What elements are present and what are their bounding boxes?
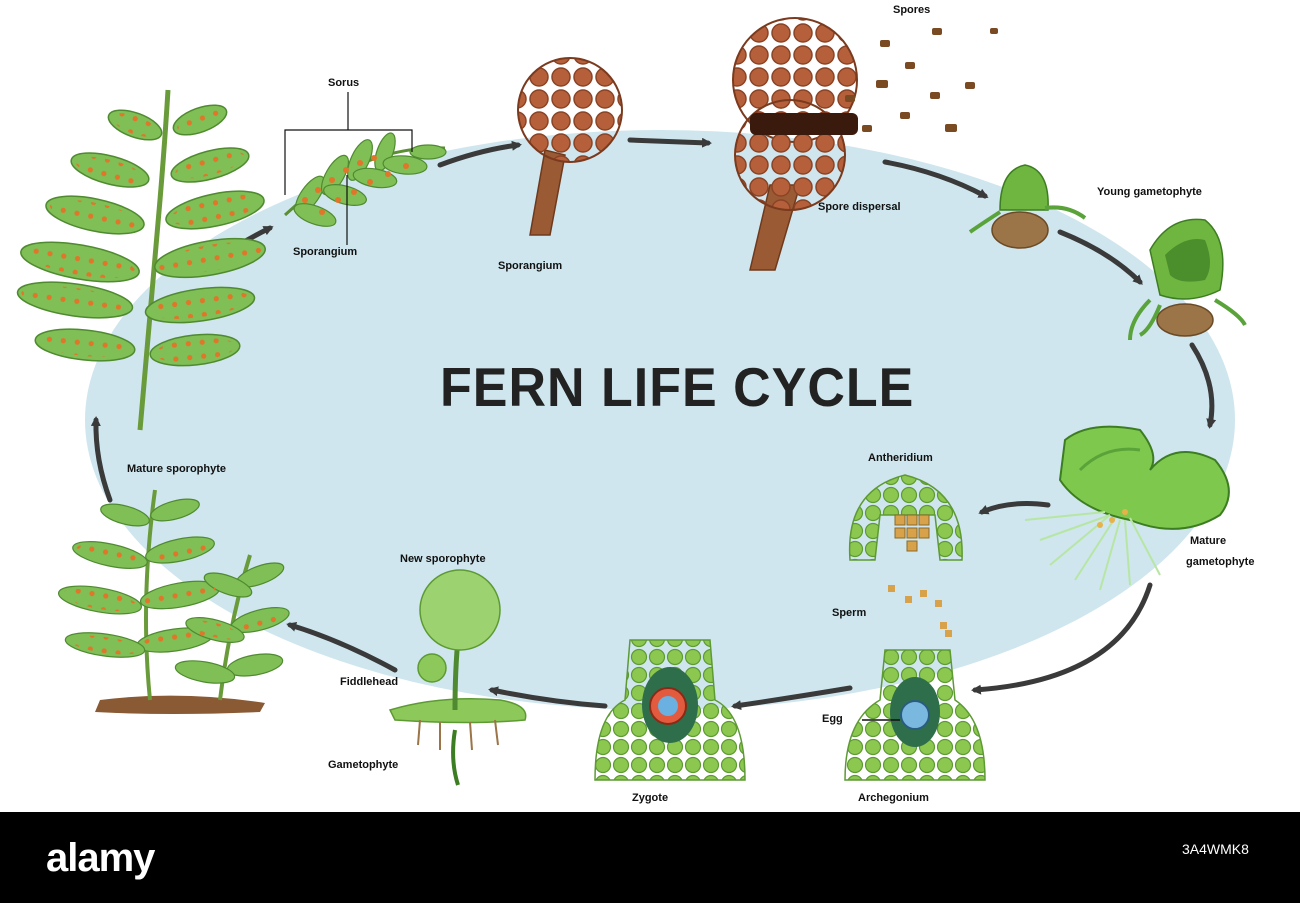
- label-mature-gametophyte-line1: Mature: [1190, 535, 1227, 547]
- growing-gametophyte-illustration: [1128, 218, 1247, 341]
- arrow-zygote-to-new-sporophyte: [488, 686, 608, 709]
- arrow-to-antheridium: [978, 501, 1051, 515]
- mature-sporophyte-illustration: [57, 489, 290, 714]
- young-gametophyte-illustration: [968, 164, 1087, 249]
- diagram-title: FERN LIFE CYCLE: [440, 357, 915, 419]
- label-fiddlehead: Fiddlehead: [340, 676, 399, 688]
- arrow-mature-sporophyte-up: [90, 416, 113, 503]
- life-cycle-illustration: [16, 17, 1247, 786]
- zygote-illustration: [594, 639, 746, 781]
- spore-dispersal-illustration: [732, 17, 998, 271]
- arrow-to-archegonium: [971, 582, 1153, 695]
- label-sporangium: Sporangium: [498, 260, 563, 272]
- label-new-sporophyte: New sporophyte: [400, 553, 486, 565]
- label-mature-sporophyte: Mature sporophyte: [127, 463, 227, 475]
- label-sporangium-leaf: Sporangium: [293, 246, 358, 258]
- diagram-canvas: FERN LIFE CYCLE Sorus Sporangium Sporang…: [16, 4, 1255, 804]
- arrow-new-to-mature-sporophyte: [286, 621, 398, 673]
- label-archegonium: Archegonium: [858, 792, 929, 804]
- arrow-young-to-mature-gametophyte-1: [1057, 229, 1143, 285]
- sporangium-illustration: [517, 57, 623, 236]
- label-gametophyte: Gametophyte: [328, 759, 399, 771]
- image-id: 3A4WMK8: [1182, 840, 1249, 858]
- label-sperm: Sperm: [832, 607, 867, 619]
- archegonium-illustration: [844, 649, 986, 781]
- antheridium-illustration: [848, 474, 963, 637]
- label-mature-gametophyte-line2: gametophyte: [1186, 556, 1255, 568]
- stock-footer-bar: alamy 3A4WMK8: [0, 812, 1300, 903]
- label-sorus: Sorus: [328, 77, 360, 89]
- new-sporophyte-illustration: [388, 569, 527, 786]
- fern-frond-illustration: [16, 89, 266, 431]
- cycle-background-oval: [85, 130, 1235, 710]
- label-zygote: Zygote: [632, 792, 669, 804]
- arrow-sporangium-to-dispersal: [627, 137, 712, 148]
- label-spores: Spores: [893, 4, 931, 16]
- mature-gametophyte-illustration: [1024, 425, 1230, 591]
- arrow-leaf-to-sporangium: [437, 140, 522, 168]
- image-id-text: 3A4WMK8: [1182, 841, 1249, 857]
- label-egg: Egg: [822, 713, 843, 725]
- label-young-gametophyte: Young gametophyte: [1097, 186, 1202, 198]
- leaf-with-sori-illustration: [283, 92, 447, 245]
- arrow-young-to-mature-gametophyte-2: [1189, 342, 1217, 429]
- arrow-archegonium-to-zygote: [731, 685, 853, 711]
- label-antheridium: Antheridium: [868, 452, 933, 464]
- brand-logo: alamy: [46, 836, 155, 880]
- arrow-dispersal-to-young-gametophyte: [882, 159, 989, 199]
- label-spore-dispersal: Spore dispersal: [818, 201, 901, 213]
